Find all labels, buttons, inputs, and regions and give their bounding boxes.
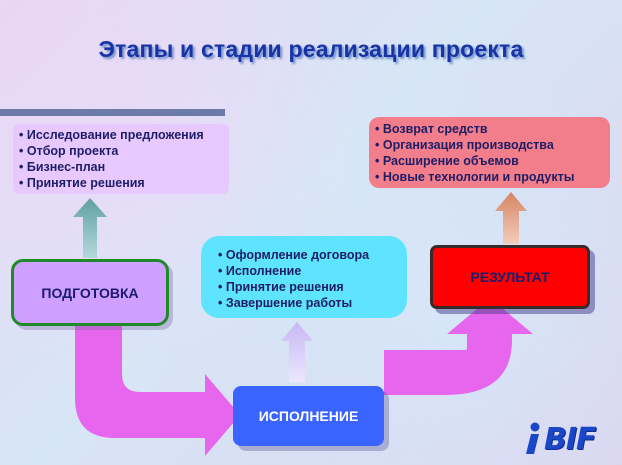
stage-preparation: ПОДГОТОВКА — [11, 259, 169, 326]
bif-logo: BIF — [522, 421, 597, 457]
list-item: Исполнение — [218, 263, 369, 279]
list-item: Организация производства — [375, 137, 574, 153]
stage-result: РЕЗУЛЬТАТ — [430, 245, 590, 309]
page-title: Этапы и стадии реализации проекта — [98, 36, 524, 62]
preparation-items-list: Исследование предложения Отбор проекта Б… — [19, 127, 204, 191]
flow-arrow-prep-to-exec — [75, 318, 240, 456]
list-item: Бизнес-план — [19, 159, 204, 175]
list-item: Оформление договора — [218, 247, 369, 263]
execution-details-box: Оформление договора Исполнение Принятие … — [201, 236, 407, 318]
up-arrow-execution — [281, 322, 313, 382]
list-item: Завершение работы — [218, 295, 369, 311]
up-arrow-result — [495, 192, 527, 244]
list-item: Расширение объемов — [375, 153, 574, 169]
list-item: Новые технологии и продукты — [375, 169, 575, 185]
list-item: Отбор проекта — [19, 143, 204, 159]
list-item: Возврат средств — [375, 121, 574, 137]
stage-execution: ИСПОЛНЕНИЕ — [233, 386, 384, 446]
list-item: Принятие решения — [19, 175, 204, 191]
list-item: Принятие решения — [218, 279, 369, 295]
list-item: Исследование предложения — [19, 127, 204, 143]
result-details-box: Возврат средств Организация производства… — [369, 117, 610, 188]
result-items-list: Возврат средств Организация производства… — [375, 121, 575, 185]
execution-items-list: Оформление договора Исполнение Принятие … — [218, 247, 369, 311]
info-i-icon — [526, 422, 540, 454]
preparation-details-box: Исследование предложения Отбор проекта Б… — [13, 124, 229, 194]
logo-text: BIF — [544, 421, 597, 457]
flow-arrow-exec-to-result — [384, 298, 533, 395]
divider-bar — [0, 109, 225, 116]
up-arrow-preparation — [73, 198, 107, 258]
